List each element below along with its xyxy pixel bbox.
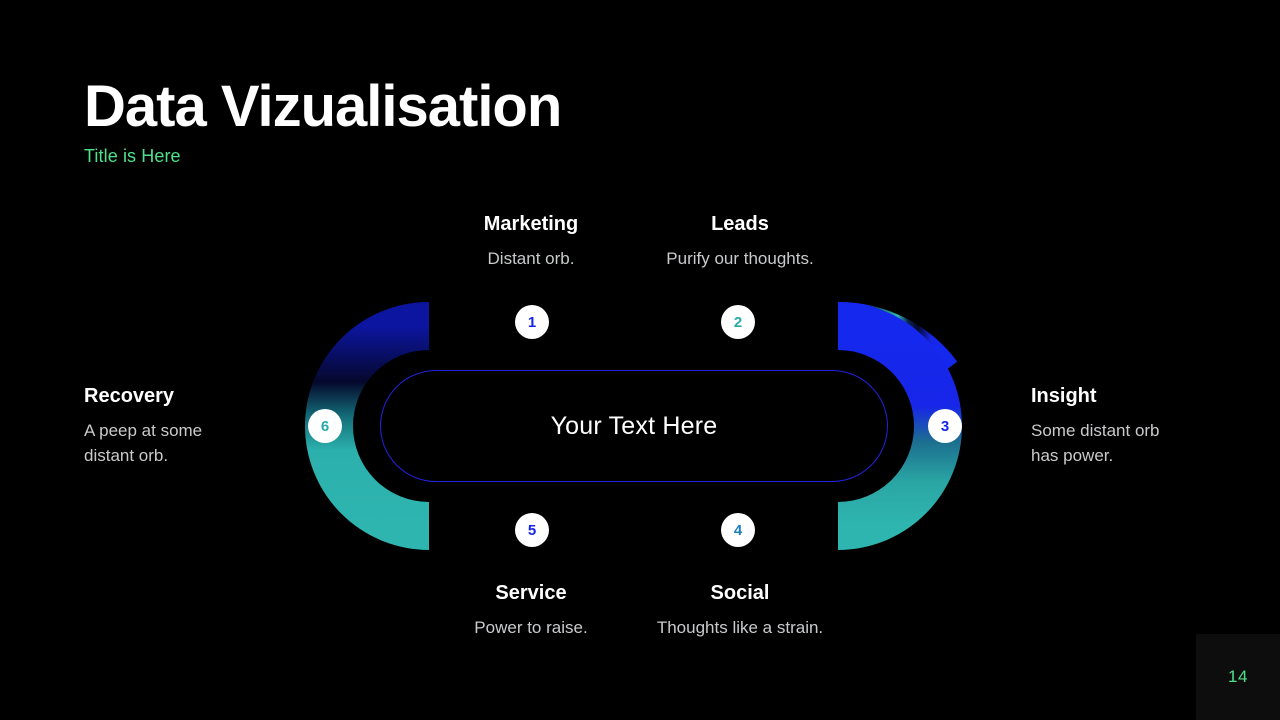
callout-insight-description: Some distant orb has power. <box>1031 421 1160 465</box>
step-badge-5[interactable]: 5 <box>515 513 549 547</box>
page-title: Data Vizualisation <box>84 74 562 139</box>
callout-recovery-description: A peep at some distant orb. <box>84 421 203 465</box>
callout-recovery-title: Recovery <box>84 385 175 407</box>
callout-social-title: Social <box>710 582 770 604</box>
step-badge-3[interactable]: 3 <box>928 409 962 443</box>
page-number-plate: 14 <box>1196 634 1280 720</box>
step-badge-6[interactable]: 6 <box>308 409 342 443</box>
step-badge-4[interactable]: 4 <box>721 513 755 547</box>
callout-insight-title: Insight <box>1031 385 1097 407</box>
ring-corner-top-right <box>837 301 958 391</box>
callout-leads-title: Leads <box>711 213 769 235</box>
callout-service-title: Service <box>495 582 567 604</box>
callout-leads-description: Purify our thoughts. <box>666 249 814 268</box>
callout-leads: Leads Purify our thoughts. <box>615 212 865 272</box>
center-label: Your Text Here <box>550 411 718 440</box>
callout-social-description: Thoughts like a strain. <box>656 618 824 637</box>
callout-marketing-title: Marketing <box>483 213 579 235</box>
callout-service-description: Power to raise. <box>474 618 588 637</box>
callout-marketing-description: Distant orb. <box>487 249 575 268</box>
callout-social: Social Thoughts like a strain. <box>615 581 865 641</box>
callout-marketing: Marketing Distant orb. <box>406 212 656 272</box>
callout-insight: Insight Some distant orb has power. <box>1031 384 1231 468</box>
step-badge-2[interactable]: 2 <box>721 305 755 339</box>
callout-recovery: Recovery A peep at some distant orb. <box>84 384 294 468</box>
page-number: 14 <box>1228 667 1248 686</box>
step-badge-1[interactable]: 1 <box>515 305 549 339</box>
page-subtitle: Title is Here <box>84 146 181 166</box>
callout-service: Service Power to raise. <box>406 581 656 641</box>
